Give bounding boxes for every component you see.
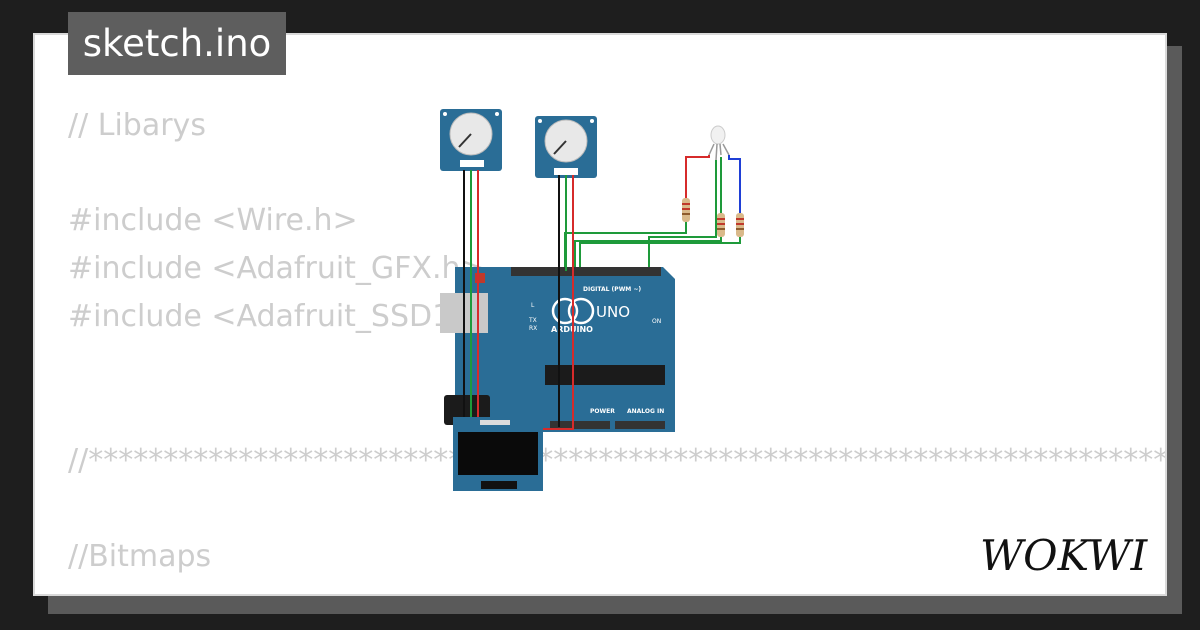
potentiometer-1 <box>440 109 502 171</box>
wokwi-logo-text: WOKWI <box>980 531 1149 580</box>
led-label-tx: TX <box>528 317 537 324</box>
power-header-label: POWER <box>590 408 615 415</box>
code-preview: // Libarys #include <Wire.h> #include <A… <box>68 35 1165 574</box>
wokwi-logo: WOKWI <box>980 531 1149 580</box>
resistor-1 <box>682 198 690 222</box>
code-line: // Libarys <box>68 108 206 143</box>
code-line: //Bitmaps <box>68 539 212 574</box>
file-tab[interactable]: sketch.ino <box>68 12 286 75</box>
preview-card: // Libarys #include <Wire.h> #include <A… <box>33 33 1167 596</box>
led-label-on: ON <box>652 318 661 325</box>
circuit-diagram: UNO ARDUINO DIGITAL (PWM ~) POWER ANALOG… <box>440 109 744 491</box>
rgb-led <box>708 125 730 161</box>
code-line: //**************************************… <box>68 443 1167 478</box>
led-label-l: L <box>531 302 535 309</box>
code-line: #include <Wire.h> <box>68 203 358 238</box>
resistor-3 <box>736 213 744 237</box>
code-line: #include <Adafruit_GFX.h> <box>68 251 486 286</box>
potentiometer-2 <box>535 116 597 178</box>
led-label-rx: RX <box>529 325 537 332</box>
board-name: UNO <box>596 303 630 321</box>
analog-header-label: ANALOG IN <box>627 408 664 415</box>
resistor-2 <box>717 213 725 237</box>
arduino-uno-board: UNO ARDUINO DIGITAL (PWM ~) POWER ANALOG… <box>440 267 675 432</box>
digital-header-label: DIGITAL (PWM ~) <box>583 286 641 293</box>
oled-display <box>453 417 543 491</box>
